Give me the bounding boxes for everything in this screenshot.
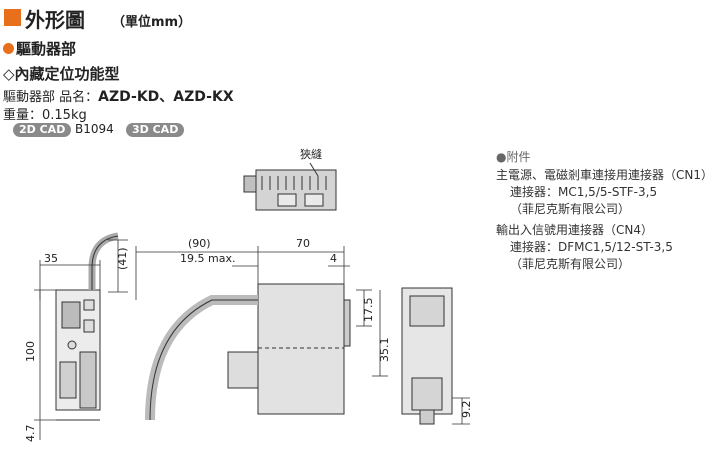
dim-90: (90)	[188, 237, 211, 250]
accessory-2-title: 輸出入信號用連接器（CN4）	[496, 223, 653, 237]
dimension-lines	[34, 239, 470, 440]
dim-35-1: 35.1	[378, 338, 391, 363]
dim-100: 100	[24, 341, 37, 362]
dim-17-5: 17.5	[362, 298, 375, 323]
front-view	[55, 232, 119, 421]
accessory-1-title: 主電源、電磁剎車連接用連接器（CN1）	[496, 168, 713, 182]
accessory-1-connector: 連接器：MC1,5/5-STF-3,5	[510, 185, 658, 199]
accessory-2-connector: 連接器：DFMC1,5/12-ST-3,5	[510, 240, 673, 254]
weight-text: 重量：0.15kg	[3, 108, 87, 123]
page-title: 外形圖	[25, 8, 85, 32]
dim-19-5: 19.5 max.	[180, 252, 235, 265]
cad-code: B1094	[75, 122, 114, 136]
dim-9-2: 9.2	[460, 401, 473, 419]
product-label: 驅動器部 品名：	[3, 90, 99, 105]
product-models: AZD-KD、AZD-KX	[98, 89, 234, 105]
cad-3d-badge[interactable]: 3D CAD	[126, 123, 185, 137]
dim-70: 70	[296, 237, 310, 250]
section-dot-icon	[3, 43, 14, 54]
dim-4-7: 4.7	[24, 425, 37, 443]
accessories-heading: ●附件	[496, 150, 531, 164]
unit-note: （單位mm）	[112, 15, 192, 30]
product-line: 驅動器部 品名：AZD-KD、AZD-KX	[3, 86, 234, 106]
dim-35: 35	[44, 252, 58, 265]
accessory-2-maker: （菲尼克斯有限公司）	[510, 257, 631, 271]
cad-2d-badge[interactable]: 2D CAD	[13, 123, 72, 137]
section-title: 驅動器部	[16, 40, 77, 58]
side-view	[145, 283, 351, 421]
top-view	[243, 162, 337, 211]
slit-label: 狹縫	[300, 147, 322, 161]
accessory-1-maker: （菲尼克斯有限公司）	[510, 202, 631, 216]
dim-4: 4	[330, 252, 337, 265]
section-subtitle: ◇內藏定位功能型	[3, 65, 120, 83]
right-view	[401, 287, 453, 425]
title-marker	[4, 9, 21, 26]
dim-41: (41)	[116, 247, 129, 270]
